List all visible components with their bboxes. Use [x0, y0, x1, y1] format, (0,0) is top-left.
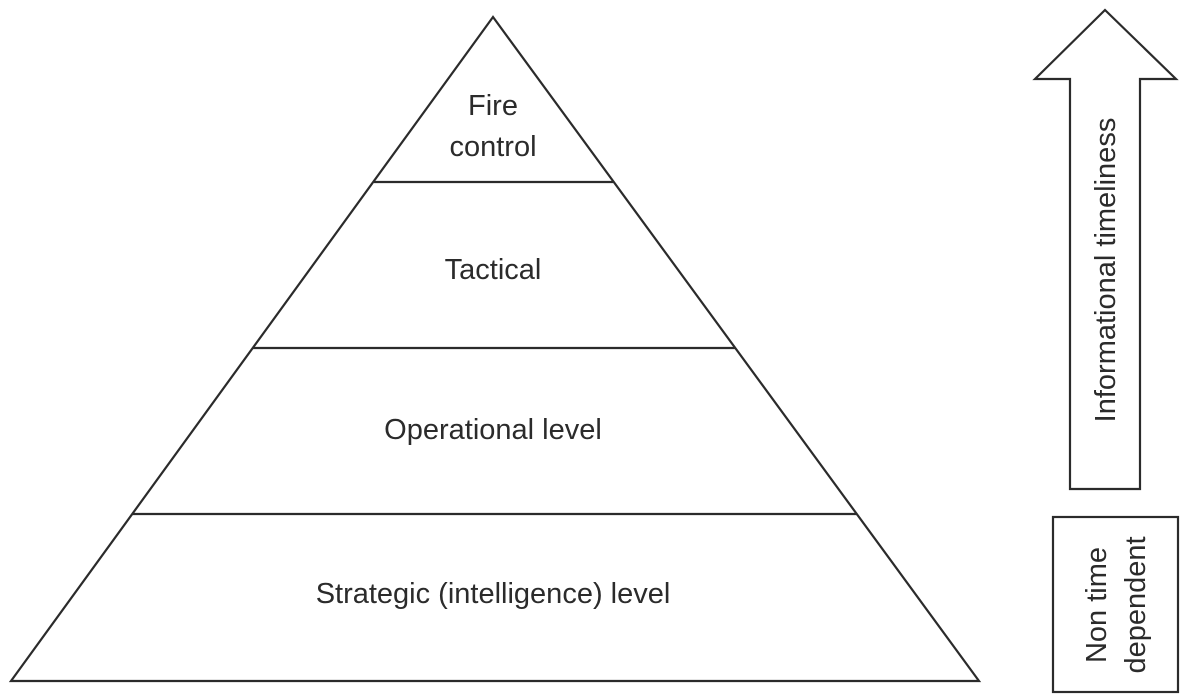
tier-operational-label: Operational level — [384, 414, 602, 446]
timeliness-arrow: Informational timeliness — [1032, 8, 1179, 491]
tier-operational: Operational level — [384, 414, 602, 446]
tier-fire-control-line-2: control — [449, 131, 536, 163]
non-time-dependent-box: Non time dependent — [1051, 515, 1180, 694]
non-time-dependent-frame — [1051, 515, 1180, 694]
timeliness-arrow-label: Informational timeliness — [1090, 118, 1122, 423]
non-time-dependent-line-1: Non time — [1081, 547, 1113, 663]
non-time-dependent-line-2: dependent — [1120, 536, 1152, 673]
tier-tactical-label: Tactical — [445, 254, 542, 286]
tier-fire-control: Fire control — [449, 90, 536, 163]
tier-fire-control-line-1: Fire — [468, 90, 518, 122]
tier-strategic-label: Strategic (intelligence) level — [316, 578, 671, 610]
up-arrow-icon — [1032, 8, 1179, 491]
tier-strategic: Strategic (intelligence) level — [316, 578, 671, 610]
tier-tactical: Tactical — [445, 254, 542, 286]
